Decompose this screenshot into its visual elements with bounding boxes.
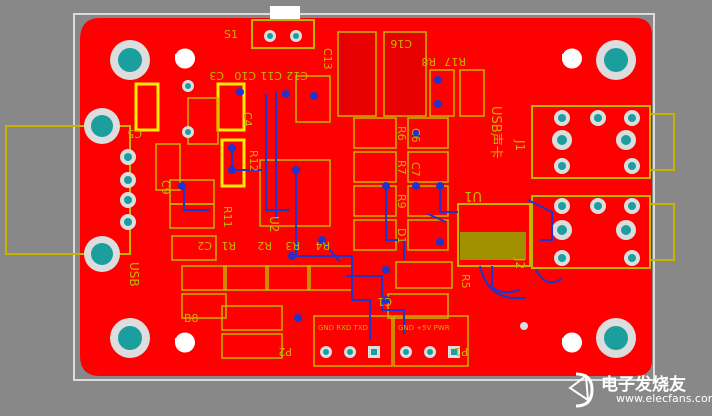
label-r5: R5 — [459, 274, 472, 289]
board-outline — [73, 13, 655, 381]
header-pins — [320, 346, 460, 358]
footprint-outlines — [155, 31, 485, 367]
label-c16: C16 — [390, 37, 412, 50]
label-p2-pins: GND RXD TXD — [318, 324, 368, 332]
label-d1: D1 — [395, 228, 408, 243]
label-c2: C2 — [197, 239, 212, 252]
audio-jacks — [531, 105, 675, 269]
label-j1: J1 — [513, 139, 527, 151]
label-r4: R4 — [315, 239, 330, 252]
label-c5: C5 — [127, 127, 142, 140]
s1-body — [251, 19, 315, 49]
label-c10: C10 — [234, 69, 256, 82]
u1-body — [457, 203, 531, 267]
label-usb: USB — [127, 262, 141, 287]
label-r9: R9 — [395, 194, 408, 209]
label-c1: C1 — [377, 295, 392, 308]
label-u1: U1 — [464, 188, 482, 203]
label-r17: R17 — [444, 55, 466, 68]
label-r3: R3 — [285, 239, 300, 252]
label-s1: S1 — [224, 28, 238, 41]
label-r6: R6 — [395, 126, 408, 141]
label-r8: R8 — [421, 55, 436, 68]
label-p1: P1 — [454, 345, 468, 358]
usb-connector-outline — [5, 125, 131, 255]
label-r12: R12 — [247, 150, 260, 172]
label-c7: C7 — [409, 162, 422, 177]
usb-pads — [120, 149, 136, 230]
label-c11: C11 — [260, 69, 282, 82]
watermark-logo — [568, 372, 594, 408]
label-c6: C6 — [409, 128, 422, 143]
label-u2: U2 — [267, 216, 281, 232]
label-c13: C13 — [321, 48, 334, 70]
u1-thermal-pad — [460, 232, 526, 260]
label-j2: J2 — [513, 257, 527, 269]
label-r2: R2 — [257, 239, 272, 252]
label-usb-sound: USB声卡 — [488, 106, 503, 159]
label-p1-pins: GND +5V PWR — [398, 324, 450, 332]
label-r1: R1 — [221, 239, 236, 252]
bottom-traces — [183, 92, 563, 340]
label-r7: R7 — [395, 160, 408, 175]
label-r11: R11 — [221, 206, 234, 228]
s1-outline — [270, 6, 300, 20]
watermark-text: 电子发烧友 — [601, 375, 686, 395]
screw-symbols — [175, 48, 582, 353]
label-b8: B8 — [184, 312, 199, 325]
label-c12: C12 — [286, 69, 308, 82]
watermark-url: www.elecfans.com — [616, 392, 712, 405]
label-c4: C4 — [241, 112, 254, 127]
copper-pour — [80, 18, 652, 376]
label-c3: C3 — [209, 69, 224, 82]
mounting-holes — [84, 40, 636, 358]
label-p2: P2 — [278, 345, 292, 358]
label-c9: C9 — [159, 180, 172, 195]
vias — [178, 76, 528, 330]
